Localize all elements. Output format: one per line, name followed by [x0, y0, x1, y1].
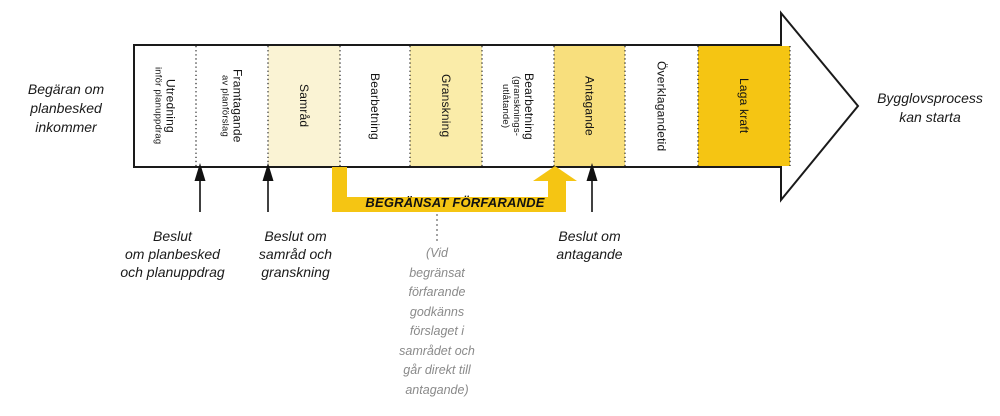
limited-procedure-label: BEGRÄNSAT FÖRFARANDE: [365, 195, 545, 210]
limited-procedure-note: (Vid begränsat förfarande godkänns försl…: [399, 246, 475, 397]
stage-antagande: Antagande: [554, 46, 625, 166]
stage-sublabel: (gransknings- utlåtande): [500, 75, 522, 137]
stage-label: Framtagande: [230, 69, 245, 143]
stage-label: Antagande: [582, 76, 597, 136]
stage-granskning: Granskning: [410, 46, 482, 166]
stage-label: Utredning: [163, 79, 178, 133]
stage-label: Överklagandetid: [654, 60, 669, 152]
stage-label: Laga kraft: [737, 78, 751, 134]
stage-sublabel: av planförslag: [219, 75, 231, 137]
stage-bearbetning-1: Bearbetning: [340, 46, 410, 166]
stage-label: Samråd: [297, 84, 311, 128]
decision-label-antagande: Beslut om antagande: [556, 228, 623, 262]
stage-overklagandetid: Överklagandetid: [625, 46, 698, 166]
stage-label: Granskning: [439, 74, 453, 138]
stage-label: Bearbetning: [368, 72, 382, 140]
decision-label-planbesked: Beslut om planbesked och planuppdrag: [120, 228, 225, 280]
start-note: Begäran om planbesked inkommer: [27, 81, 105, 135]
stage-laga-kraft: Laga kraft: [698, 46, 790, 166]
stage-samrad: Samråd: [268, 46, 340, 166]
stage-label: Bearbetning: [522, 72, 536, 140]
stage-bearbetning-2: Bearbetning(gransknings- utlåtande): [482, 46, 554, 166]
stage-sublabel: inför planuppdrag: [152, 67, 164, 145]
decision-label-samrad-granskning: Beslut om samråd och granskning: [258, 228, 333, 280]
end-note: Bygglovsprocess kan starta: [877, 90, 983, 125]
